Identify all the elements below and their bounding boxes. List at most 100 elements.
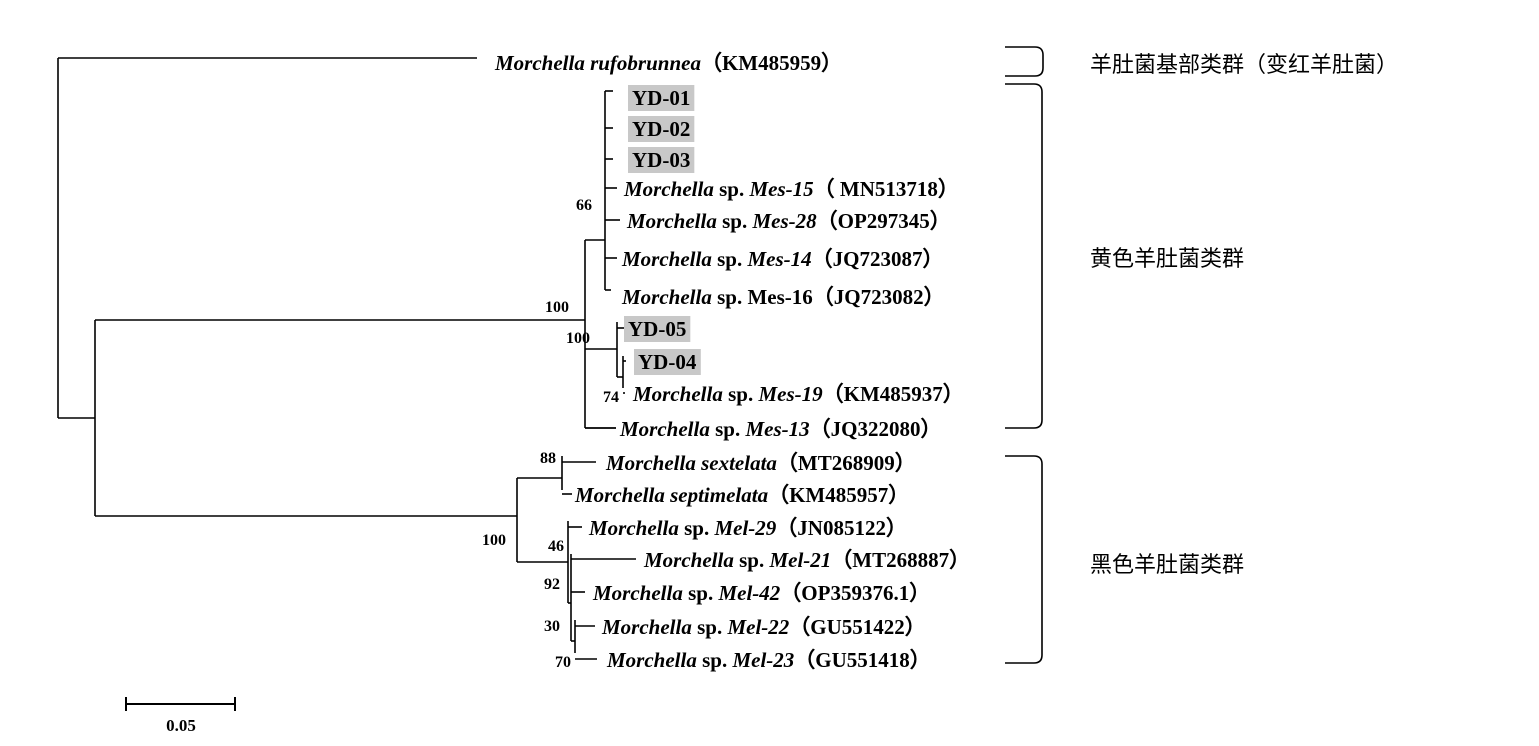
taxon-label-part: Morchella: [601, 615, 692, 639]
taxon-label-mes16: Morchella sp. Mes-16（JQ723082）: [621, 285, 945, 309]
taxon-label-part: （GU551418）: [794, 648, 931, 672]
taxon-label-part: Morchella: [643, 548, 734, 572]
taxon-label-part: sp.: [679, 516, 715, 540]
taxon-label-part: （JN085122）: [776, 516, 907, 540]
taxon-label-part: YD-04: [638, 350, 697, 374]
taxon-label-part: （ MN513718）: [814, 177, 959, 201]
taxon-label-part: Morchella: [588, 516, 679, 540]
taxon-label-part: YD-01: [632, 86, 690, 110]
taxon-label-mes14: Morchella sp. Mes-14（JQ723087）: [621, 247, 943, 271]
scale-bar-label: 0.05: [166, 716, 196, 735]
taxon-label-part: Morchella: [606, 648, 697, 672]
taxon-label-yd04: YD-04: [638, 350, 697, 374]
taxon-label-part: sp.: [692, 615, 728, 639]
taxon-label-part: Morchella: [626, 209, 717, 233]
taxon-label-mel29: Morchella sp. Mel-29（JN085122）: [588, 516, 907, 540]
taxon-label-part: YD-03: [632, 148, 690, 172]
taxon-label-part: Morchella: [621, 285, 712, 309]
tree-branches: [57, 57, 636, 660]
taxon-label-part: sp.: [712, 247, 748, 271]
taxon-label-part: Mes-28: [751, 209, 817, 233]
bootstrap-sext-sept: 88: [540, 450, 556, 467]
taxon-label-part: （MT268887）: [831, 548, 970, 572]
taxon-label-mes15: Morchella sp. Mes-15（ MN513718）: [623, 177, 959, 201]
taxon-label-part: Morchella septimelata: [574, 483, 768, 507]
taxon-label-sextelata: Morchella sextelata（MT268909）: [605, 451, 916, 475]
taxon-label-part: Morchella: [632, 382, 723, 406]
taxon-label-part: Mel-42: [717, 581, 780, 605]
highlight-boxes: [624, 85, 701, 375]
taxon-label-part: Mel-29: [713, 516, 776, 540]
taxon-label-part: （KM485937）: [823, 382, 964, 406]
taxon-label-part: Mel-22: [726, 615, 789, 639]
clade-label-basal: 羊肚菌基部类群（变红羊肚菌）: [1090, 53, 1398, 78]
highlight-box-yd02: [628, 116, 695, 142]
bootstrap-mel23-node: 70: [555, 654, 571, 671]
scale-bar: 0.05: [125, 697, 236, 735]
taxon-label-yd02: YD-02: [632, 117, 690, 141]
taxon-label-mes28: Morchella sp. Mes-28（OP297345）: [626, 209, 951, 233]
taxon-label-mel21: Morchella sp. Mel-21（MT268887）: [643, 548, 970, 572]
taxon-label-part: （OP359376.1）: [780, 581, 930, 605]
taxon-label-mel22: Morchella sp. Mel-22（GU551422）: [601, 615, 926, 639]
taxon-label-part: sp.: [734, 548, 770, 572]
highlight-box-yd04: [634, 349, 701, 375]
taxon-label-yd05: YD-05: [628, 317, 686, 341]
highlight-box-yd01: [628, 85, 695, 111]
taxon-label-part: Mes-15: [748, 177, 813, 201]
taxon-label-part: Morchella: [619, 417, 710, 441]
taxon-label-part: （MT268909）: [777, 451, 916, 475]
taxon-label-part: Morchella: [592, 581, 683, 605]
taxon-label-part: （KM485959）: [701, 51, 842, 75]
bootstrap-mes19-node: 74: [603, 389, 619, 406]
taxon-label-part: sp.: [710, 417, 746, 441]
taxon-label-part: sp.: [723, 382, 759, 406]
taxon-label-rufobrunnea: Morchella rufobrunnea（KM485959）: [494, 51, 842, 75]
taxon-label-yd01: YD-01: [632, 86, 690, 110]
taxon-label-part: （JQ723087）: [812, 247, 944, 271]
bootstrap-mel21-node: 92: [544, 576, 560, 593]
taxon-label-part: Mel-23: [731, 648, 794, 672]
bootstrap-mes-clade: 100: [545, 299, 569, 316]
bootstrap-mel-clade: 100: [482, 532, 506, 549]
taxon-label-mel23: Morchella sp. Mel-23（GU551418）: [606, 648, 931, 672]
highlight-box-yd03: [628, 147, 695, 173]
taxon-label-part: Morchella rufobrunnea: [494, 51, 701, 75]
taxon-label-part: sp.: [683, 581, 719, 605]
taxon-label-part: （JQ322080）: [810, 417, 942, 441]
taxon-label-part: Mes-19: [757, 382, 823, 406]
clade-label-yellow: 黄色羊肚菌类群: [1090, 247, 1244, 272]
taxon-label-part: sp.: [714, 177, 750, 201]
taxon-label-septimelata: Morchella septimelata（KM485957）: [574, 483, 909, 507]
bracket-yellow: [1005, 83, 1043, 429]
taxon-label-part: sp.: [697, 648, 733, 672]
bootstrap-yd-clade: 100: [566, 330, 590, 347]
taxon-label-part: Mel-21: [768, 548, 831, 572]
taxon-label-part: Morchella: [621, 247, 712, 271]
taxon-label-part: Mes-14: [746, 247, 811, 271]
scale-bar-line: [125, 697, 236, 711]
bootstrap-mel29-node: 46: [548, 538, 564, 555]
clade-brackets: [1005, 46, 1044, 664]
taxon-label-part: sp. Mes-16（JQ723082）: [712, 285, 945, 309]
taxon-label-part: YD-05: [628, 317, 686, 341]
bracket-black: [1005, 455, 1043, 664]
taxon-label-part: Mes-13: [744, 417, 809, 441]
taxon-label-part: （KM485957）: [768, 483, 909, 507]
taxon-label-part: YD-02: [632, 117, 690, 141]
taxon-label-mes19: Morchella sp. Mes-19（KM485937）: [632, 382, 964, 406]
taxon-label-part: （GU551422）: [789, 615, 926, 639]
clade-label-black: 黑色羊肚菌类群: [1090, 553, 1244, 578]
taxon-label-part: （OP297345）: [817, 209, 951, 233]
taxon-label-mel42: Morchella sp. Mel-42（OP359376.1）: [592, 581, 930, 605]
taxon-label-part: sp.: [717, 209, 753, 233]
taxon-labels: Morchella rufobrunnea（KM485959） YD-01YD-0…: [494, 51, 970, 672]
highlight-box-yd05: [624, 316, 691, 342]
taxon-label-part: Morchella: [623, 177, 714, 201]
taxon-label-mes13: Morchella sp. Mes-13（JQ322080）: [619, 417, 941, 441]
bracket-basal: [1005, 46, 1044, 77]
bootstrap-mes-subclade: 66: [576, 197, 592, 214]
